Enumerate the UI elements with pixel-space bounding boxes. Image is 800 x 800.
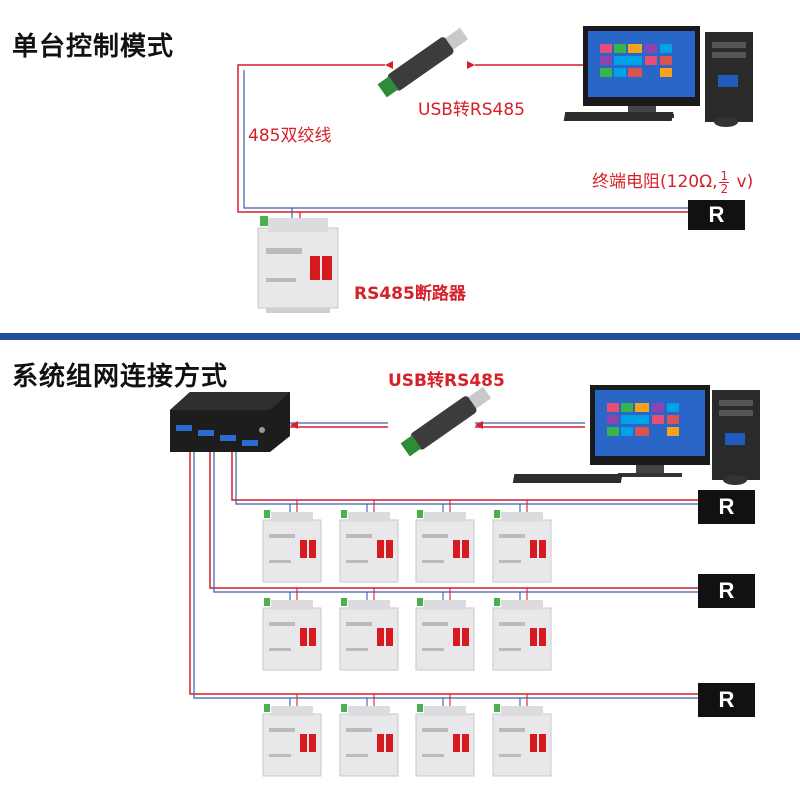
terminal-resistor-bus-2: R <box>698 574 755 608</box>
fraction-denominator: 2 <box>719 183 729 195</box>
circuit-breaker-icon-r1c1 <box>263 510 321 582</box>
terminal-resistor-bus-3: R <box>698 683 755 717</box>
section-divider <box>0 333 800 340</box>
circuit-breaker-icon-r2c1 <box>263 598 321 670</box>
circuit-breaker-icon-r3c4 <box>493 704 551 776</box>
circuit-breaker-icon-r1c3 <box>416 510 474 582</box>
section-title-network: 系统组网连接方式 <box>12 356 228 393</box>
circuit-breaker-icon-r1c4 <box>493 510 551 582</box>
terminal-label-prefix: 终端电阻(120Ω, <box>592 172 717 192</box>
circuit-breaker-icon-r2c2 <box>340 598 398 670</box>
terminal-resistor-single: R <box>688 200 745 230</box>
circuit-breaker-icon-r3c1 <box>263 704 321 776</box>
circuit-breaker-icon-r1c2 <box>340 510 398 582</box>
usb-rs485-label-single: USB转RS485 <box>418 95 525 120</box>
breaker-label: RS485断路器 <box>354 279 466 304</box>
circuit-breaker-icon-r2c3 <box>416 598 474 670</box>
usb-rs485-label-network: USB转RS485 <box>388 366 505 391</box>
circuit-breaker-icon-r3c3 <box>416 704 474 776</box>
terminal-resistor-bus-1: R <box>698 490 755 524</box>
circuit-breaker-icon-r3c2 <box>340 704 398 776</box>
terminal-label-suffix: v) <box>731 172 753 192</box>
circuit-breaker-icon-r2c4 <box>493 598 551 670</box>
cable-label: 485双绞线 <box>248 121 331 146</box>
fraction-numerator: 1 <box>719 170 729 183</box>
